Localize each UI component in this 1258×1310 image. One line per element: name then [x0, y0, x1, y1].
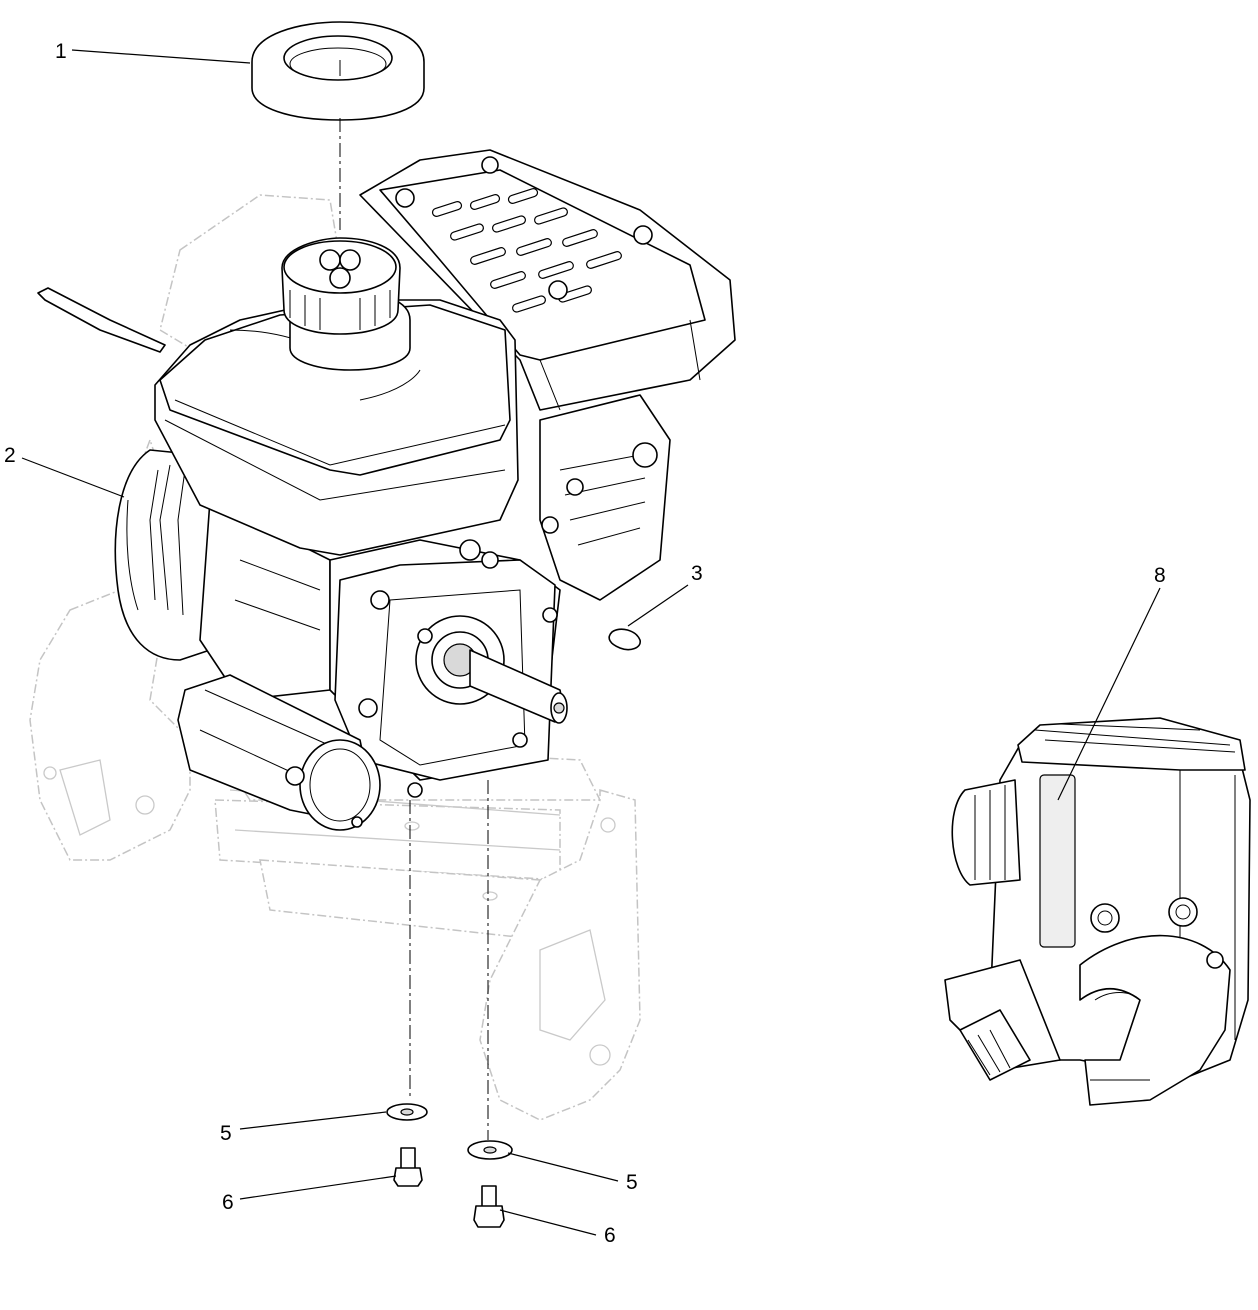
part-6-bolt-right — [473, 1185, 505, 1228]
callout-5-right: 5 — [626, 1171, 638, 1194]
part-2-engine-assembly — [37, 149, 736, 831]
callout-6-left: 6 — [222, 1191, 234, 1214]
part-5-washer-right — [467, 1140, 513, 1160]
callout-3: 3 — [691, 562, 703, 585]
part-5-washer-left — [386, 1103, 428, 1121]
callout-leaders — [21, 49, 1161, 1236]
part-8-decal-detail-view — [944, 717, 1251, 1106]
callout-5-left: 5 — [220, 1122, 232, 1145]
muffler-vent-slots — [431, 188, 622, 313]
callout-2: 2 — [4, 444, 16, 467]
callout-8: 8 — [1154, 564, 1166, 587]
part-3-woodruff-key — [608, 628, 641, 651]
part-6-bolt-left — [393, 1147, 423, 1187]
part-1-fuel-cap-ring — [251, 21, 425, 121]
callout-6-right: 6 — [604, 1224, 616, 1247]
callout-1: 1 — [55, 40, 67, 63]
decal-panel — [1039, 774, 1076, 948]
assembly-center-lines — [339, 118, 489, 1140]
